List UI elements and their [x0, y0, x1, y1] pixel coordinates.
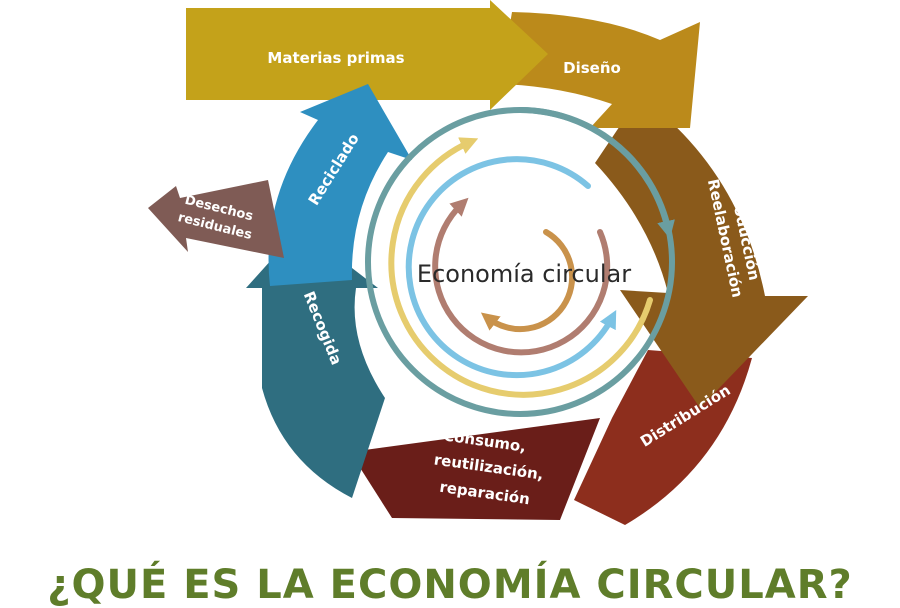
center-label: Economía circular: [417, 260, 631, 288]
inner-arrow-orange: [480, 229, 576, 333]
design-arrow: [500, 12, 700, 128]
page-heading: ¿QUÉ ES LA ECONOMÍA CIRCULAR?: [47, 562, 853, 608]
recycling-arrow: [268, 84, 412, 286]
waste-arrow: [148, 180, 284, 258]
consumption-arrow: [350, 418, 600, 520]
production-arrow: [595, 96, 808, 408]
inner-arrow-yellow: [388, 137, 653, 398]
raw-materials-label: Materias primas: [267, 49, 404, 67]
inner-arrow-blue: [405, 156, 617, 379]
inner-arrow-brown: [432, 197, 611, 356]
inner-arrow-teal: [517, 107, 675, 239]
collection-arrow: [246, 228, 385, 498]
raw-materials-arrow: [186, 0, 548, 110]
design-label: Diseño: [563, 59, 621, 77]
